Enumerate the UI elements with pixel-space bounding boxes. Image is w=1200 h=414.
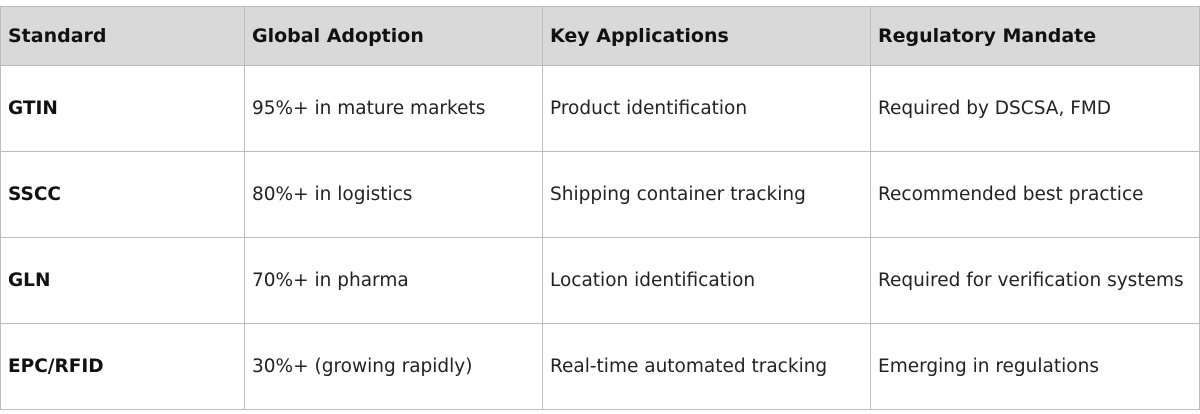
- cell-key-applications: Location identification: [542, 237, 871, 324]
- table-header-row: Standard Global Adoption Key Application…: [0, 6, 1200, 66]
- standards-table-container: Standard Global Adoption Key Application…: [0, 6, 1200, 410]
- standards-table: Standard Global Adoption Key Application…: [0, 6, 1200, 410]
- cell-standard: EPC/RFID: [0, 323, 245, 410]
- column-header-regulatory-mandate: Regulatory Mandate: [870, 6, 1200, 66]
- cell-regulatory-mandate: Required for verification systems: [870, 237, 1200, 324]
- column-header-key-applications: Key Applications: [542, 6, 871, 66]
- table-row: EPC/RFID 30%+ (growing rapidly) Real-tim…: [0, 323, 1200, 410]
- table-row: GTIN 95%+ in mature markets Product iden…: [0, 65, 1200, 152]
- column-header-standard: Standard: [0, 6, 245, 66]
- cell-standard: GTIN: [0, 65, 245, 152]
- cell-global-adoption: 70%+ in pharma: [244, 237, 543, 324]
- cell-standard: GLN: [0, 237, 245, 324]
- table-row: SSCC 80%+ in logistics Shipping containe…: [0, 151, 1200, 238]
- cell-standard: SSCC: [0, 151, 245, 238]
- cell-global-adoption: 95%+ in mature markets: [244, 65, 543, 152]
- table-body: GTIN 95%+ in mature markets Product iden…: [0, 65, 1200, 410]
- cell-key-applications: Product identification: [542, 65, 871, 152]
- cell-regulatory-mandate: Required by DSCSA, FMD: [870, 65, 1200, 152]
- table-row: GLN 70%+ in pharma Location identificati…: [0, 237, 1200, 324]
- cell-key-applications: Real-time automated tracking: [542, 323, 871, 410]
- cell-key-applications: Shipping container tracking: [542, 151, 871, 238]
- column-header-global-adoption: Global Adoption: [244, 6, 543, 66]
- cell-regulatory-mandate: Emerging in regulations: [870, 323, 1200, 410]
- cell-global-adoption: 30%+ (growing rapidly): [244, 323, 543, 410]
- cell-regulatory-mandate: Recommended best practice: [870, 151, 1200, 238]
- cell-global-adoption: 80%+ in logistics: [244, 151, 543, 238]
- table-header: Standard Global Adoption Key Application…: [0, 6, 1200, 66]
